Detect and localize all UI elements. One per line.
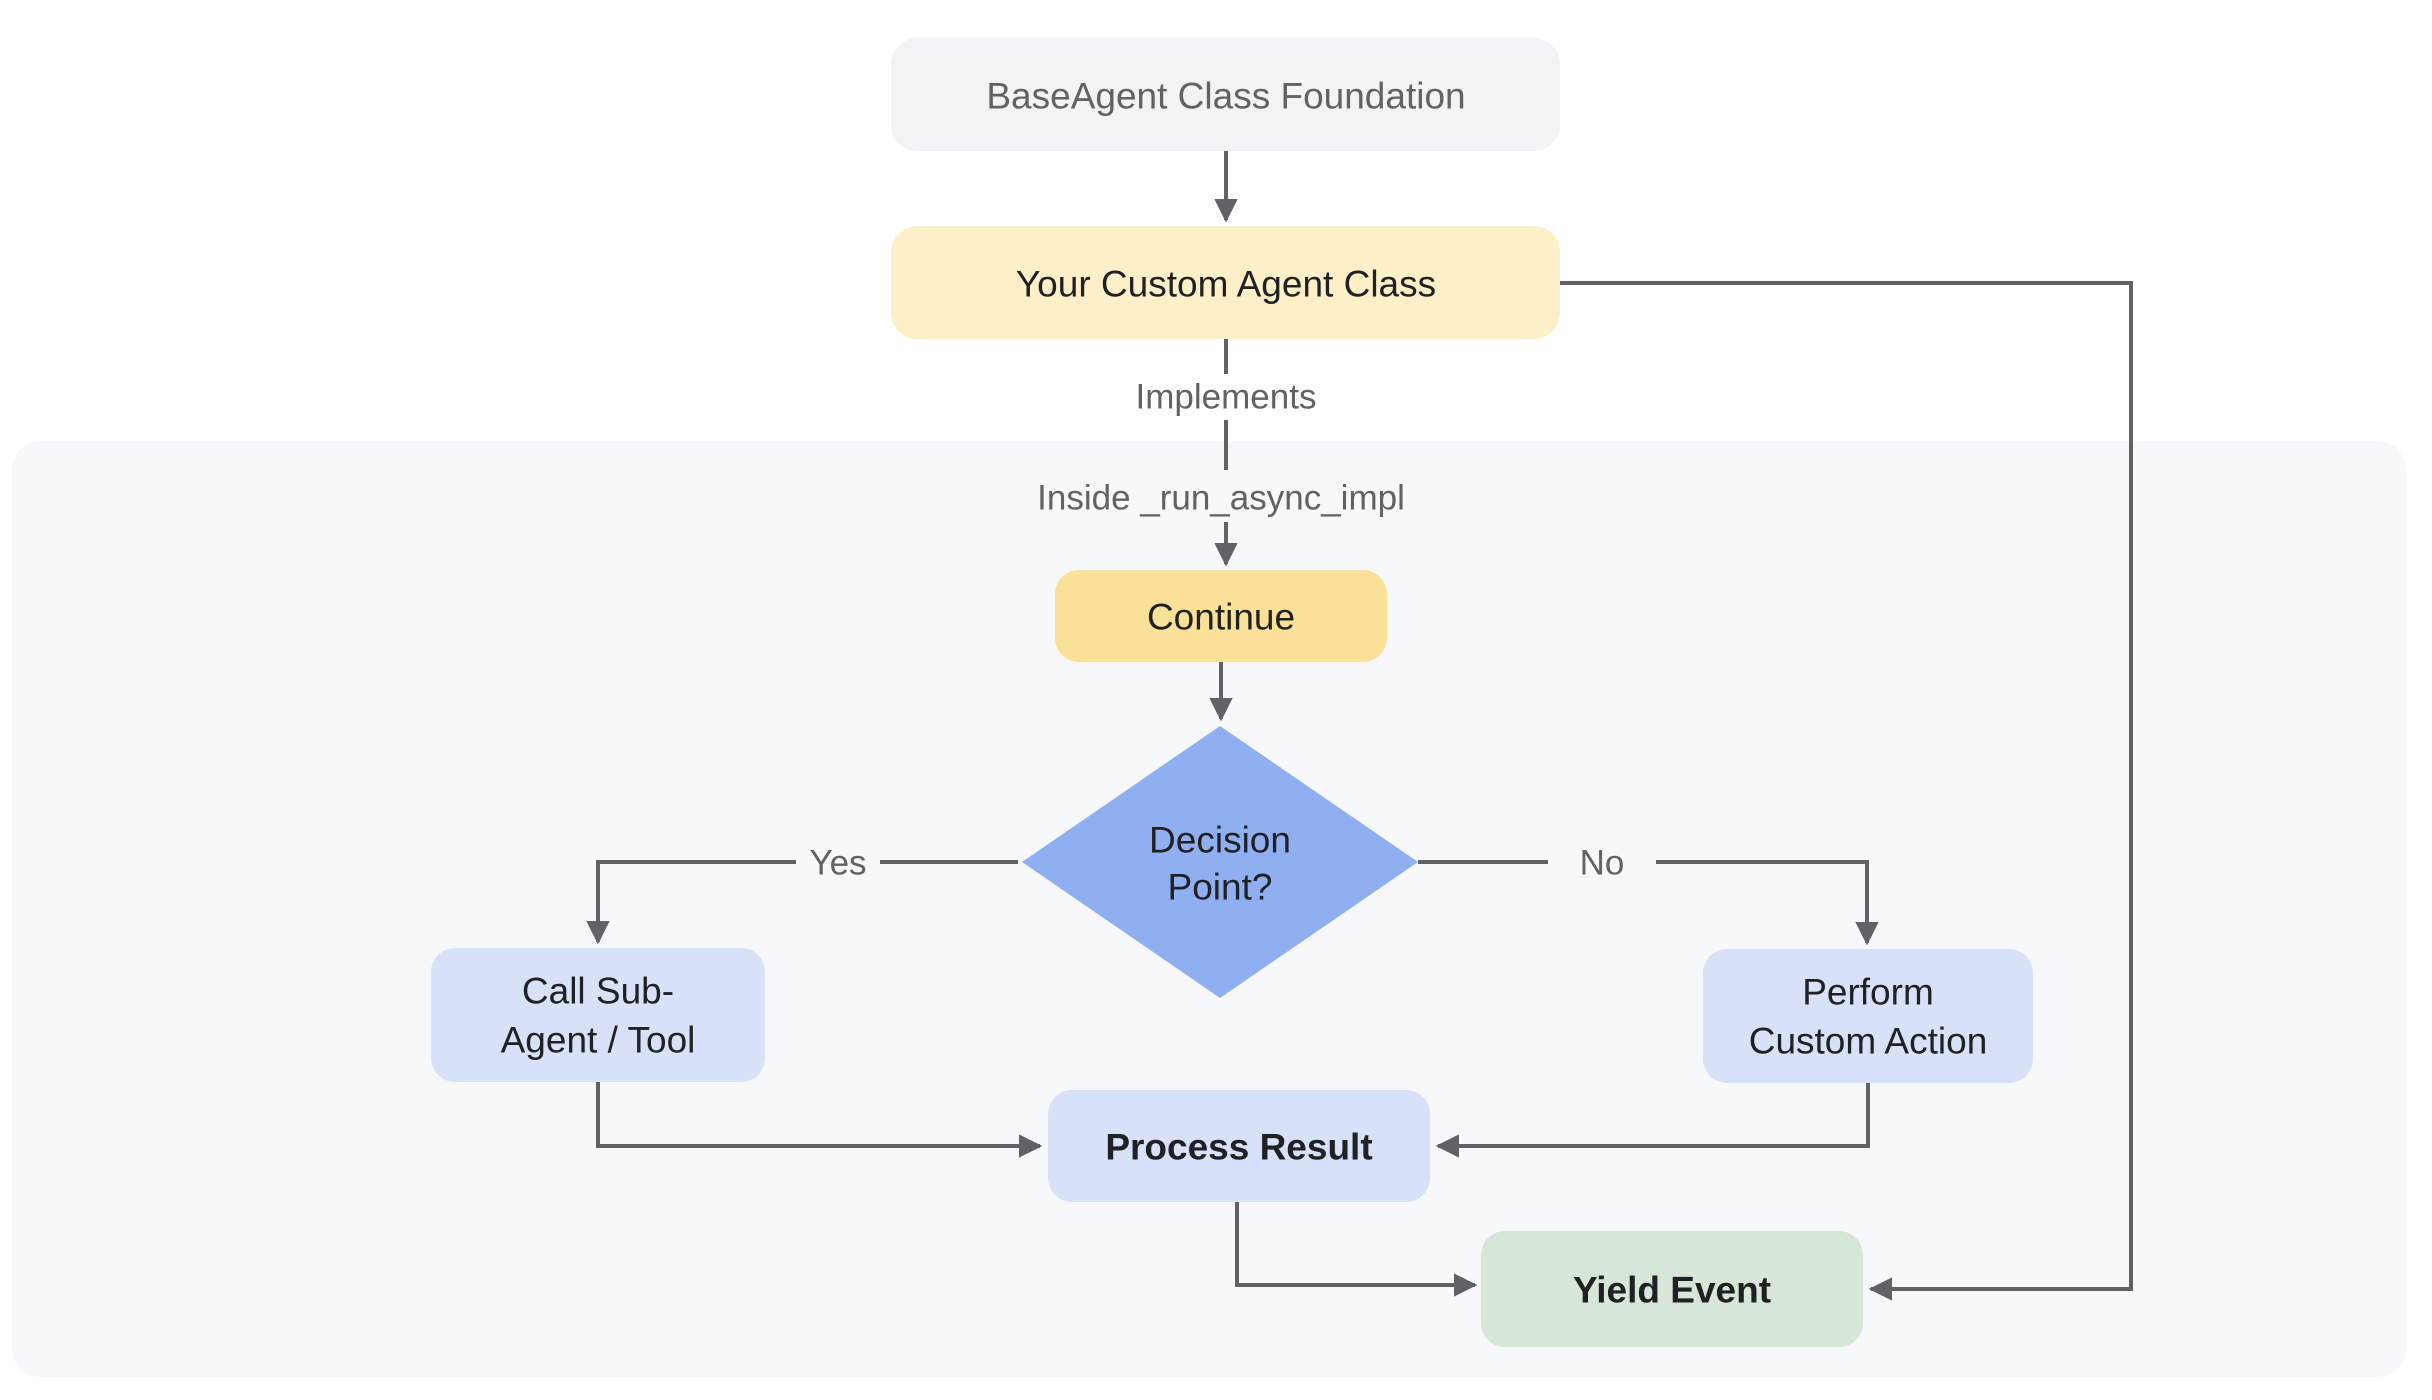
edge-yes-to-call — [586, 860, 796, 945]
node-your-custom-agent-class-label: Your Custom Agent Class — [1016, 264, 1436, 305]
node-continue — [1055, 570, 1387, 662]
edge-custom-bypass-to-yield — [1560, 281, 2133, 1301]
edge-process-to-yield — [1235, 1202, 1478, 1297]
edge-call-to-process — [596, 1082, 1043, 1158]
node-decision-point-diamond — [1022, 726, 1418, 998]
node-decision-point-label-line1: Decision — [1149, 820, 1291, 861]
node-call-sub-agent-tool — [431, 948, 765, 1082]
node-continue-label: Continue — [1147, 597, 1295, 638]
edge-perform-to-process — [1435, 1083, 1870, 1158]
edge-label-yes: Yes — [809, 844, 866, 883]
node-call-sub-agent-tool-label-line1: Call Sub- — [522, 971, 674, 1012]
node-your-custom-agent-class — [891, 226, 1560, 339]
node-base-agent-foundation — [891, 38, 1560, 151]
node-call-sub-agent-tool-label-line2: Agent / Tool — [501, 1020, 696, 1061]
node-process-result-label: Process Result — [1105, 1127, 1372, 1168]
node-perform-custom-action-label-line2: Custom Action — [1749, 1021, 1988, 1062]
edge-label-inside-run-async-impl: Inside _run_async_impl — [1037, 479, 1405, 518]
node-yield-event-label: Yield Event — [1573, 1270, 1771, 1311]
node-base-agent-foundation-label: BaseAgent Class Foundation — [986, 76, 1465, 117]
node-decision-point-label-line2: Point? — [1168, 867, 1273, 908]
edge-no-to-perform — [1656, 860, 1879, 946]
node-perform-custom-action-label-line1: Perform — [1802, 972, 1934, 1013]
edge-label-no: No — [1580, 844, 1625, 883]
edge-label-implements: Implements — [1136, 378, 1317, 417]
node-perform-custom-action — [1703, 949, 2033, 1083]
node-process-result — [1048, 1090, 1430, 1202]
node-yield-event — [1481, 1231, 1863, 1347]
